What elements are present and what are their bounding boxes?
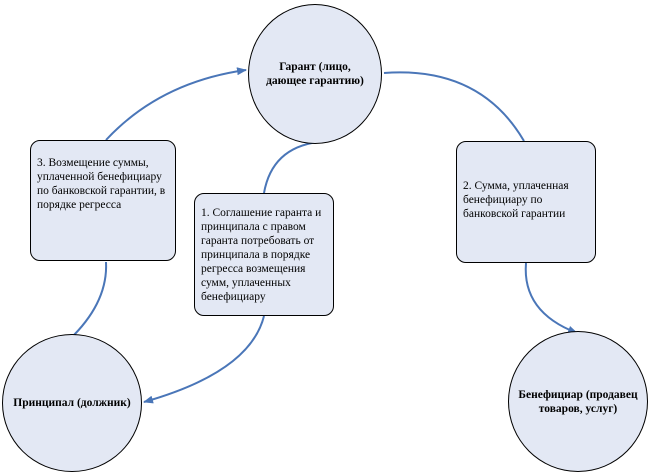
agreement-step-text: 1. Соглашение гаранта и принципала с пра… bbox=[201, 207, 322, 303]
beneficiary-label: Бенефициар (продавец товаров, услуг) bbox=[518, 388, 638, 415]
payment-step-box: 2. Сумма, уплаченная бенефициару по банк… bbox=[456, 141, 596, 263]
principal-node: Принципал (должник) bbox=[2, 334, 142, 472]
guarantor-label: Гарант (лицо, дающее гарантию) bbox=[266, 61, 364, 87]
beneficiary-node: Бенефициар (продавец товаров, услуг) bbox=[508, 331, 648, 472]
connector-payment-to-beneficiary bbox=[524, 262, 578, 334]
reimbursement-step-text: 3. Возмещение суммы, уплаченной бенефици… bbox=[37, 157, 166, 211]
connector-agreement-to-principal bbox=[143, 315, 265, 404]
connector-principal-to-reimbursement bbox=[73, 261, 108, 336]
reimbursement-step-box: 3. Возмещение суммы, уплаченной бенефици… bbox=[30, 140, 176, 261]
guarantor-node: Гарант (лицо, дающее гарантию) bbox=[248, 4, 382, 144]
agreement-step-box: 1. Соглашение гаранта и принципала с пра… bbox=[194, 193, 334, 316]
connector-reimbursement-to-guarantor bbox=[105, 67, 247, 141]
principal-label: Принципал (должник) bbox=[13, 397, 131, 409]
connector-guarantor-to-agreement bbox=[263, 141, 319, 194]
payment-step-text: 2. Сумма, уплаченная бенефициару по банк… bbox=[463, 180, 569, 220]
connector-guarantor-to-payment bbox=[383, 71, 525, 142]
